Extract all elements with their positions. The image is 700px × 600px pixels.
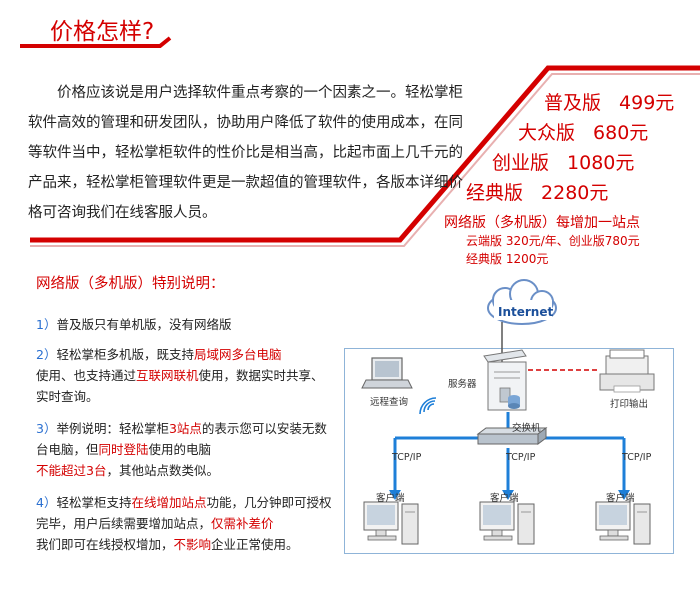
price-name: 普及版 <box>544 92 602 114</box>
protocol-label: TCP/IP <box>622 452 652 463</box>
note-text: 使用，数据实时共享、实时查询。 <box>36 368 324 404</box>
protocol-label: TCP/IP <box>392 452 422 463</box>
price-item-startup: 创业版 1080元 <box>492 148 634 175</box>
note-number: 3） <box>36 421 57 436</box>
client-computer-icon <box>479 501 535 545</box>
note-item: 2）轻松掌柜多机版，既支持局域网多台电脑使用、也支持通过互联网联机使用，数据实时… <box>36 344 328 407</box>
network-pricing-note: 网络版（多机版）每增加一站点 <box>444 215 640 231</box>
note-item: 3）举例说明：轻松掌柜3站点的表示您可以安装无数台电脑，但同时登陆使用的电脑不能… <box>36 418 328 481</box>
laptop-icon <box>361 357 413 389</box>
price-value: 680元 <box>593 122 649 144</box>
note-item: 1）普及版只有单机版，没有网络版 <box>36 314 326 335</box>
title-underline <box>20 36 172 48</box>
notes-title: 网络版（多机版）特别说明： <box>36 276 225 292</box>
price-value: 2280元 <box>541 182 609 204</box>
client-label: 客户端 <box>606 493 635 504</box>
note-text: ，其他站点数类似。 <box>106 463 219 478</box>
remote-query-label: 远程查询 <box>370 397 409 408</box>
note-text: 轻松掌柜支持 <box>56 495 132 510</box>
note-highlight: 不影响 <box>173 537 212 552</box>
server-label: 服务器 <box>448 379 477 390</box>
note-text: 我们即可在线授权增加， <box>36 537 174 552</box>
internet-label: Internet <box>498 305 554 319</box>
price-value: 499元 <box>619 92 675 114</box>
price-name: 创业版 <box>492 152 550 174</box>
arrow-heads <box>389 490 630 500</box>
note-highlight: 3站点 <box>168 421 202 436</box>
arrow-down-icon <box>389 490 401 500</box>
switch-label: 交换机 <box>512 423 541 434</box>
intro-paragraph: 价格应该说是用户选择软件重点考察的一个因素之一。轻松掌柜软件高效的管理和研发团队… <box>28 85 463 221</box>
arrow-down-icon <box>502 490 514 500</box>
client-computer-icon <box>363 501 419 545</box>
price-item-popular: 大众版 680元 <box>518 118 648 145</box>
note-text: 功能，几分钟即可授权完毕，用户后续需要增加站点， <box>36 495 332 531</box>
note-text: 企业正常使用。 <box>211 537 299 552</box>
note-item: 4）轻松掌柜支持在线增加站点功能，几分钟即可授权完毕，用户后续需要增加站点，仅需… <box>36 492 336 555</box>
price-name: 经典版 <box>466 182 524 204</box>
frame-top-line <box>30 65 700 243</box>
client-label: 客户端 <box>376 493 405 504</box>
printer-label: 打印输出 <box>610 399 649 410</box>
price-item-basic: 普及版 499元 <box>544 88 674 115</box>
note-highlight: 在线增加站点 <box>131 495 207 510</box>
network-pricing-line: 经典版 1200元 <box>466 252 549 266</box>
network-pricing-line: 云端版 320元/年、创业版780元 <box>466 234 640 248</box>
note-highlight: 互联网联机 <box>136 368 199 383</box>
note-number: 2） <box>36 347 57 362</box>
note-text: 举例说明：轻松掌柜 <box>56 421 169 436</box>
note-highlight: 仅需补差价 <box>211 516 274 531</box>
note-text: 的表示您可以安装无数台电脑，但 <box>36 421 327 457</box>
note-number: 4） <box>36 495 57 510</box>
note-number: 1） <box>36 317 57 332</box>
note-highlight: 局域网多台电脑 <box>193 347 282 362</box>
price-value: 1080元 <box>567 152 635 174</box>
protocol-label: TCP/IP <box>506 452 536 463</box>
wifi-icon <box>419 397 437 415</box>
note-highlight: 不能超过3台 <box>36 463 107 478</box>
server-icon <box>483 349 527 411</box>
note-highlight: 同时登陆 <box>98 442 149 457</box>
price-item-classic: 经典版 2280元 <box>466 178 608 205</box>
client-computer-icon <box>595 501 651 545</box>
printer-icon <box>599 349 655 393</box>
client-label: 客户端 <box>490 493 519 504</box>
price-frame <box>20 36 700 247</box>
switch-icon <box>476 427 548 445</box>
page-title: 价格怎样? <box>50 19 155 45</box>
arrow-down-icon <box>618 490 630 500</box>
note-text: 普及版只有单机版，没有网络版 <box>56 317 232 332</box>
frame-top-shadow <box>30 73 700 247</box>
note-text: 轻松掌柜多机版，既支持 <box>56 347 194 362</box>
price-name: 大众版 <box>518 122 576 144</box>
note-text: 使用的电脑 <box>148 442 212 457</box>
note-text: 使用、也支持通过 <box>36 368 137 383</box>
internet-cloud-icon <box>487 279 557 325</box>
